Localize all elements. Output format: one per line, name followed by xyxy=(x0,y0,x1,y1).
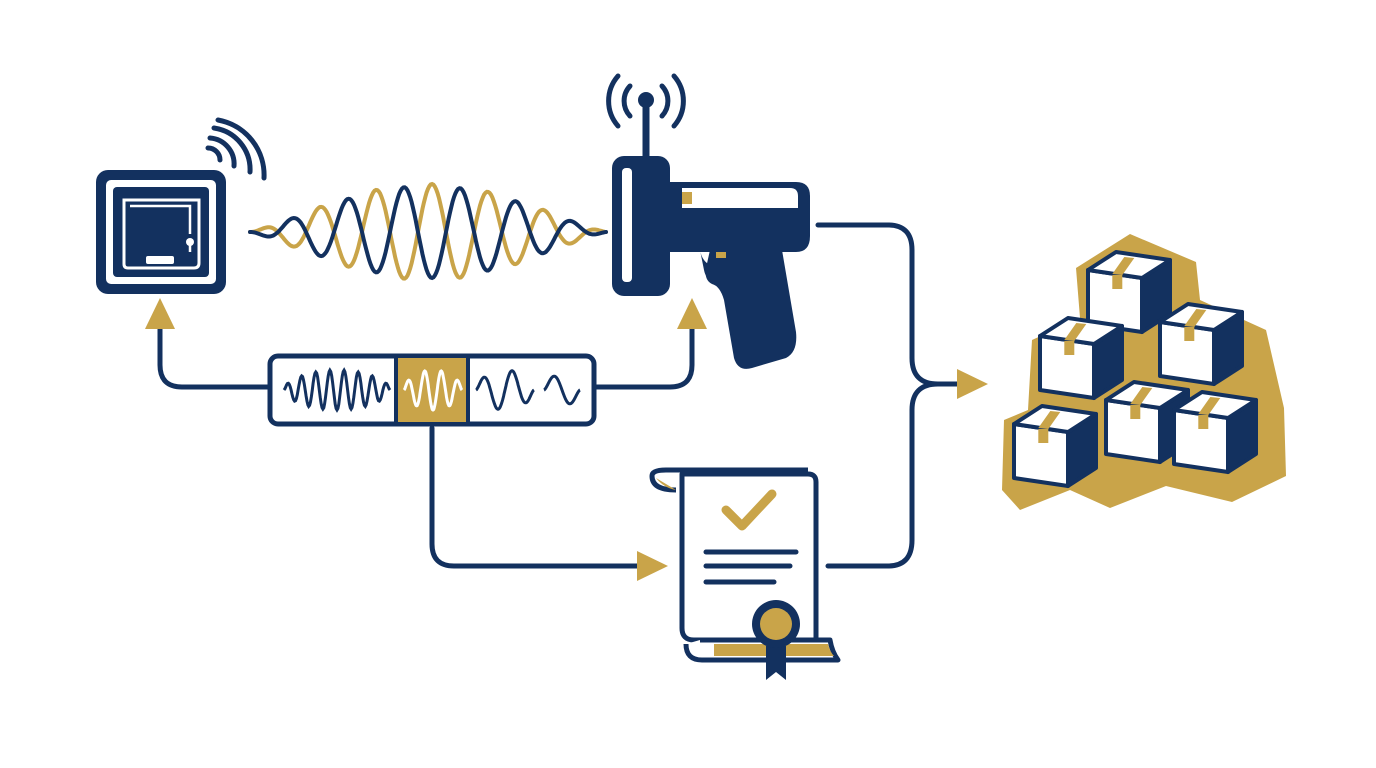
arrowhead-to-certificate xyxy=(637,551,668,581)
band-segment-low-frequency xyxy=(543,374,581,406)
gold-wave xyxy=(248,181,608,281)
connector-band-to-certificate xyxy=(429,425,643,569)
box-icon xyxy=(1158,302,1244,386)
box-icon xyxy=(1086,250,1172,334)
connector-band-to-tag xyxy=(157,323,271,390)
interleaved-sine-waves-icon xyxy=(248,181,608,281)
band-segment-selected-frequency xyxy=(402,369,464,412)
box-icon xyxy=(1038,316,1124,400)
band-segment-mid-frequency xyxy=(475,369,535,411)
connector-certificate-to-inventory xyxy=(825,381,941,569)
navy-wave xyxy=(248,185,608,281)
box-icon xyxy=(1172,390,1258,474)
box-icon xyxy=(1012,404,1098,488)
frequency-spectrum-bar-icon xyxy=(267,353,597,427)
arrowheads xyxy=(145,298,988,581)
boxes-group xyxy=(1012,250,1258,488)
rfid-tag-icon xyxy=(96,117,267,294)
connectors xyxy=(157,222,961,569)
compliance-certificate-icon xyxy=(649,467,841,680)
connector-reader-to-inventory xyxy=(815,222,961,387)
handheld-rfid-scanner-icon xyxy=(606,73,810,369)
connector-band-to-reader xyxy=(593,323,695,390)
arrowhead-to-reader xyxy=(677,298,707,329)
highlighted-band-segment xyxy=(396,358,468,422)
band-segment-high-frequency xyxy=(282,367,392,413)
arrowhead-to-tag xyxy=(145,298,175,329)
document-lines xyxy=(703,549,799,585)
tag-signal-icon xyxy=(205,117,267,181)
arrowhead-to-inventory xyxy=(957,369,988,399)
reader-signal-icon xyxy=(606,73,686,129)
checkmark-icon xyxy=(721,489,777,531)
stacked-boxes-icon xyxy=(1002,234,1286,510)
seal-ribbon-icon xyxy=(752,600,800,680)
